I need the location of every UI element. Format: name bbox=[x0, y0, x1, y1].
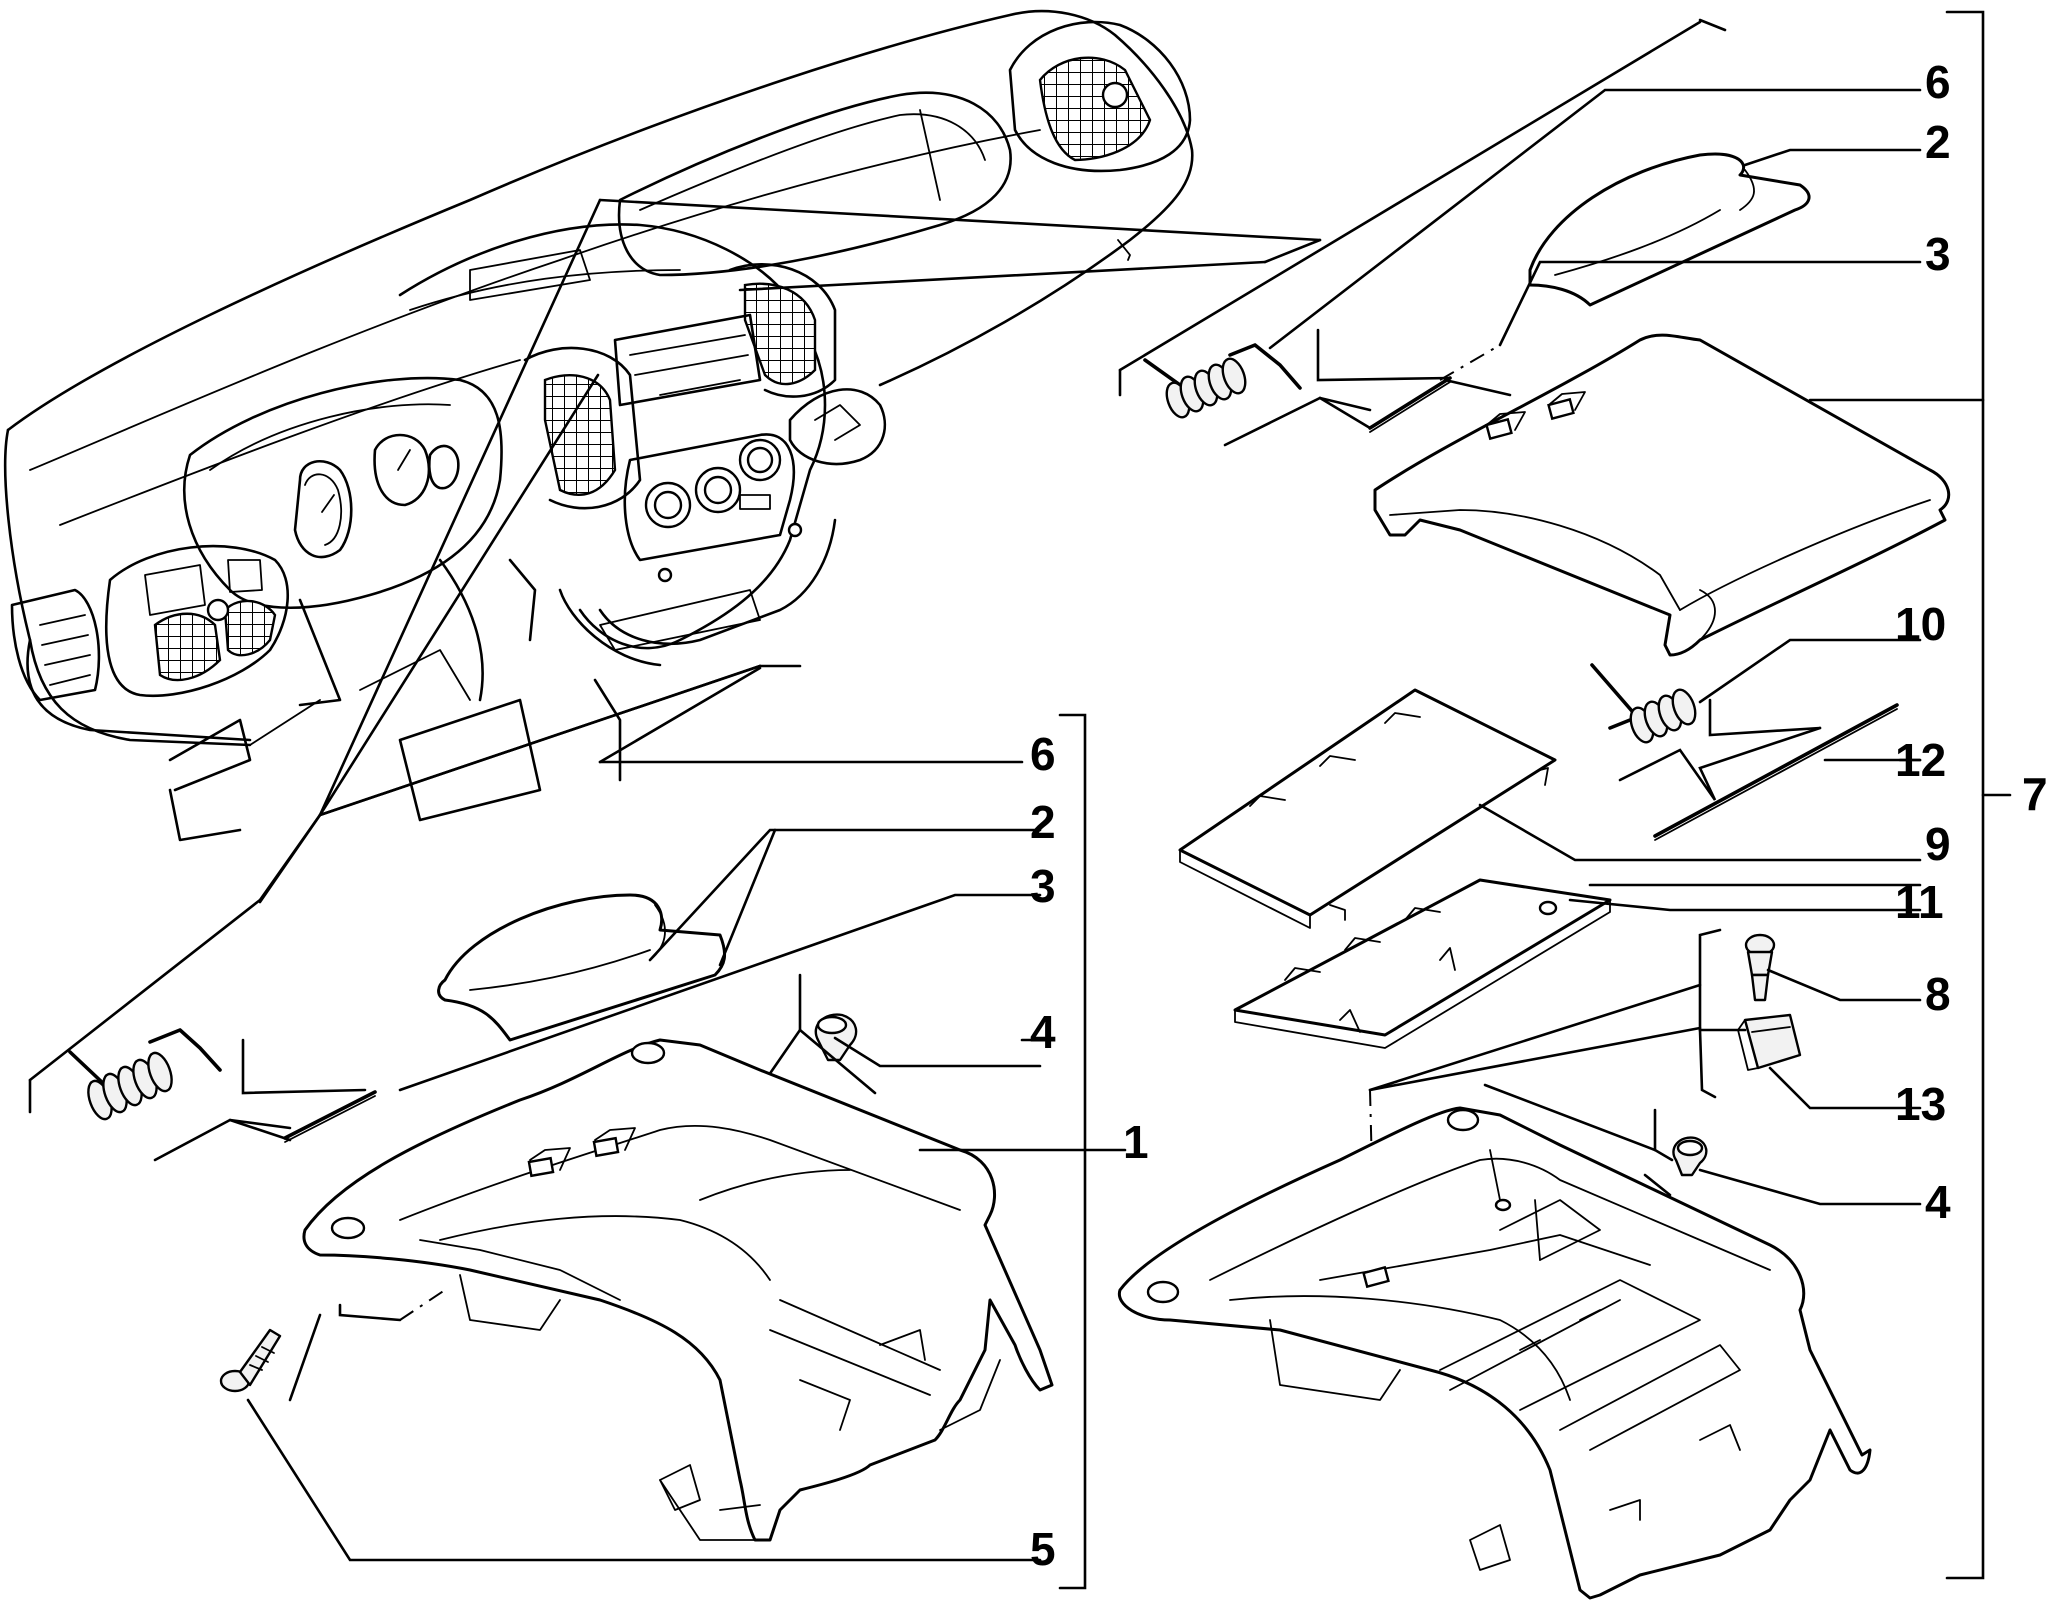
callout-upper-11: 11 bbox=[1895, 876, 1944, 928]
upper-second-spring-part bbox=[1590, 663, 1697, 744]
upper-long-rod-part bbox=[1653, 703, 1899, 838]
lower-glove-box-group bbox=[28, 664, 1127, 1590]
callout-upper-2: 2 bbox=[1925, 116, 1951, 168]
upper-glove-box-body-part bbox=[1117, 1106, 1872, 1600]
upper-tray-plate-part bbox=[1233, 878, 1612, 1049]
callout-upper-9: 9 bbox=[1925, 818, 1951, 870]
lower-screw-part bbox=[219, 1328, 282, 1393]
upper-clip-part bbox=[1737, 1013, 1802, 1071]
callout-lower-4: 4 bbox=[1030, 1006, 1056, 1058]
upper-plug-clip-part bbox=[1672, 1136, 1708, 1177]
upper-plate-part bbox=[1178, 688, 1557, 929]
lower-label-leaders bbox=[598, 760, 1042, 1042]
upper-hinge-rod-part bbox=[1368, 376, 1452, 430]
callout-upper-4: 4 bbox=[1925, 1176, 1951, 1228]
lower-group-bracket bbox=[1058, 713, 1087, 1590]
callout-upper-3: 3 bbox=[1925, 228, 1951, 280]
dashboard-overview-illustration bbox=[3, 9, 1194, 842]
callout-upper-8: 8 bbox=[1925, 968, 1951, 1020]
lower-spring-part bbox=[68, 1028, 222, 1121]
callout-lower-2: 2 bbox=[1030, 796, 1056, 848]
upper-lid-cover-part bbox=[1528, 152, 1811, 307]
callout-group-7: 7 bbox=[2022, 768, 2048, 820]
upper-main-lid-part bbox=[1373, 333, 1951, 657]
lower-hinge-rod-part bbox=[283, 1090, 377, 1140]
callout-lower-3: 3 bbox=[1030, 860, 1056, 912]
callout-upper-6: 6 bbox=[1925, 56, 1951, 108]
group-7-bracket bbox=[1945, 10, 1985, 1580]
upper-spring-part bbox=[1143, 343, 1302, 419]
upper-push-pin-part bbox=[1744, 933, 1776, 1002]
callout-lower-1: 1 bbox=[1123, 1116, 1149, 1168]
callout-upper-10: 10 bbox=[1895, 598, 1946, 650]
callout-upper-13: 13 bbox=[1895, 1078, 1946, 1130]
callout-lower-5: 5 bbox=[1030, 1523, 1056, 1575]
callout-labels: 6 2 3 10 12 9 11 8 13 4 7 6 2 3 4 1 5 bbox=[1030, 56, 2048, 1575]
lower-lid-cover-part bbox=[437, 893, 727, 1042]
upper-glove-box-group bbox=[1117, 10, 2012, 1600]
lower-glove-box-body-part bbox=[302, 1038, 1054, 1542]
callout-lower-6: 6 bbox=[1030, 728, 1056, 780]
callout-upper-12: 12 bbox=[1895, 734, 1946, 786]
